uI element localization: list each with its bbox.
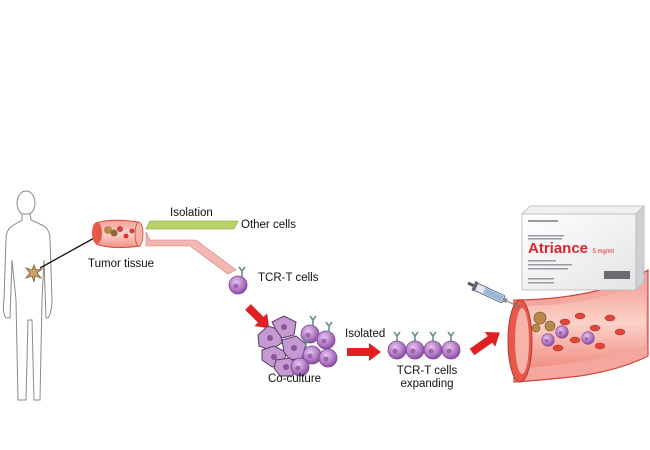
label-isolation: Isolation — [170, 207, 213, 219]
co-culture-cluster — [257, 315, 338, 377]
product-box — [521, 205, 645, 291]
tumor-tissue-vessel — [92, 219, 144, 249]
syringe-icon — [467, 281, 521, 308]
blood-vessel — [507, 268, 649, 383]
label-other-cells: Other cells — [241, 219, 296, 231]
label-tcr-t-cells: TCR-T cells — [258, 272, 319, 284]
human-silhouette — [2, 190, 53, 401]
isolation-bands — [145, 220, 239, 275]
expanding-cells-row — [387, 331, 461, 360]
product-brand-name: Atriance — [528, 240, 589, 257]
tumor-star-icon — [24, 263, 44, 283]
label-expanding-line2: expanding — [400, 378, 454, 390]
arrow-isolated — [347, 343, 381, 361]
red-arrows — [245, 304, 500, 361]
label-co-culture: Co-culture — [268, 373, 322, 385]
label-tumor-tissue: Tumor tissue — [88, 258, 155, 270]
arrow-down-to-coculture — [245, 304, 270, 329]
arrow-to-vessel — [469, 332, 500, 356]
label-expanding-cells: TCR-T cells expanding — [384, 365, 470, 391]
product-brand: Atriance 5 mg/ml — [528, 240, 614, 259]
product-strength: 5 mg/ml — [592, 249, 614, 255]
label-expanding-line1: TCR-T cells — [396, 365, 458, 377]
label-isolated: Isolated — [345, 328, 386, 340]
